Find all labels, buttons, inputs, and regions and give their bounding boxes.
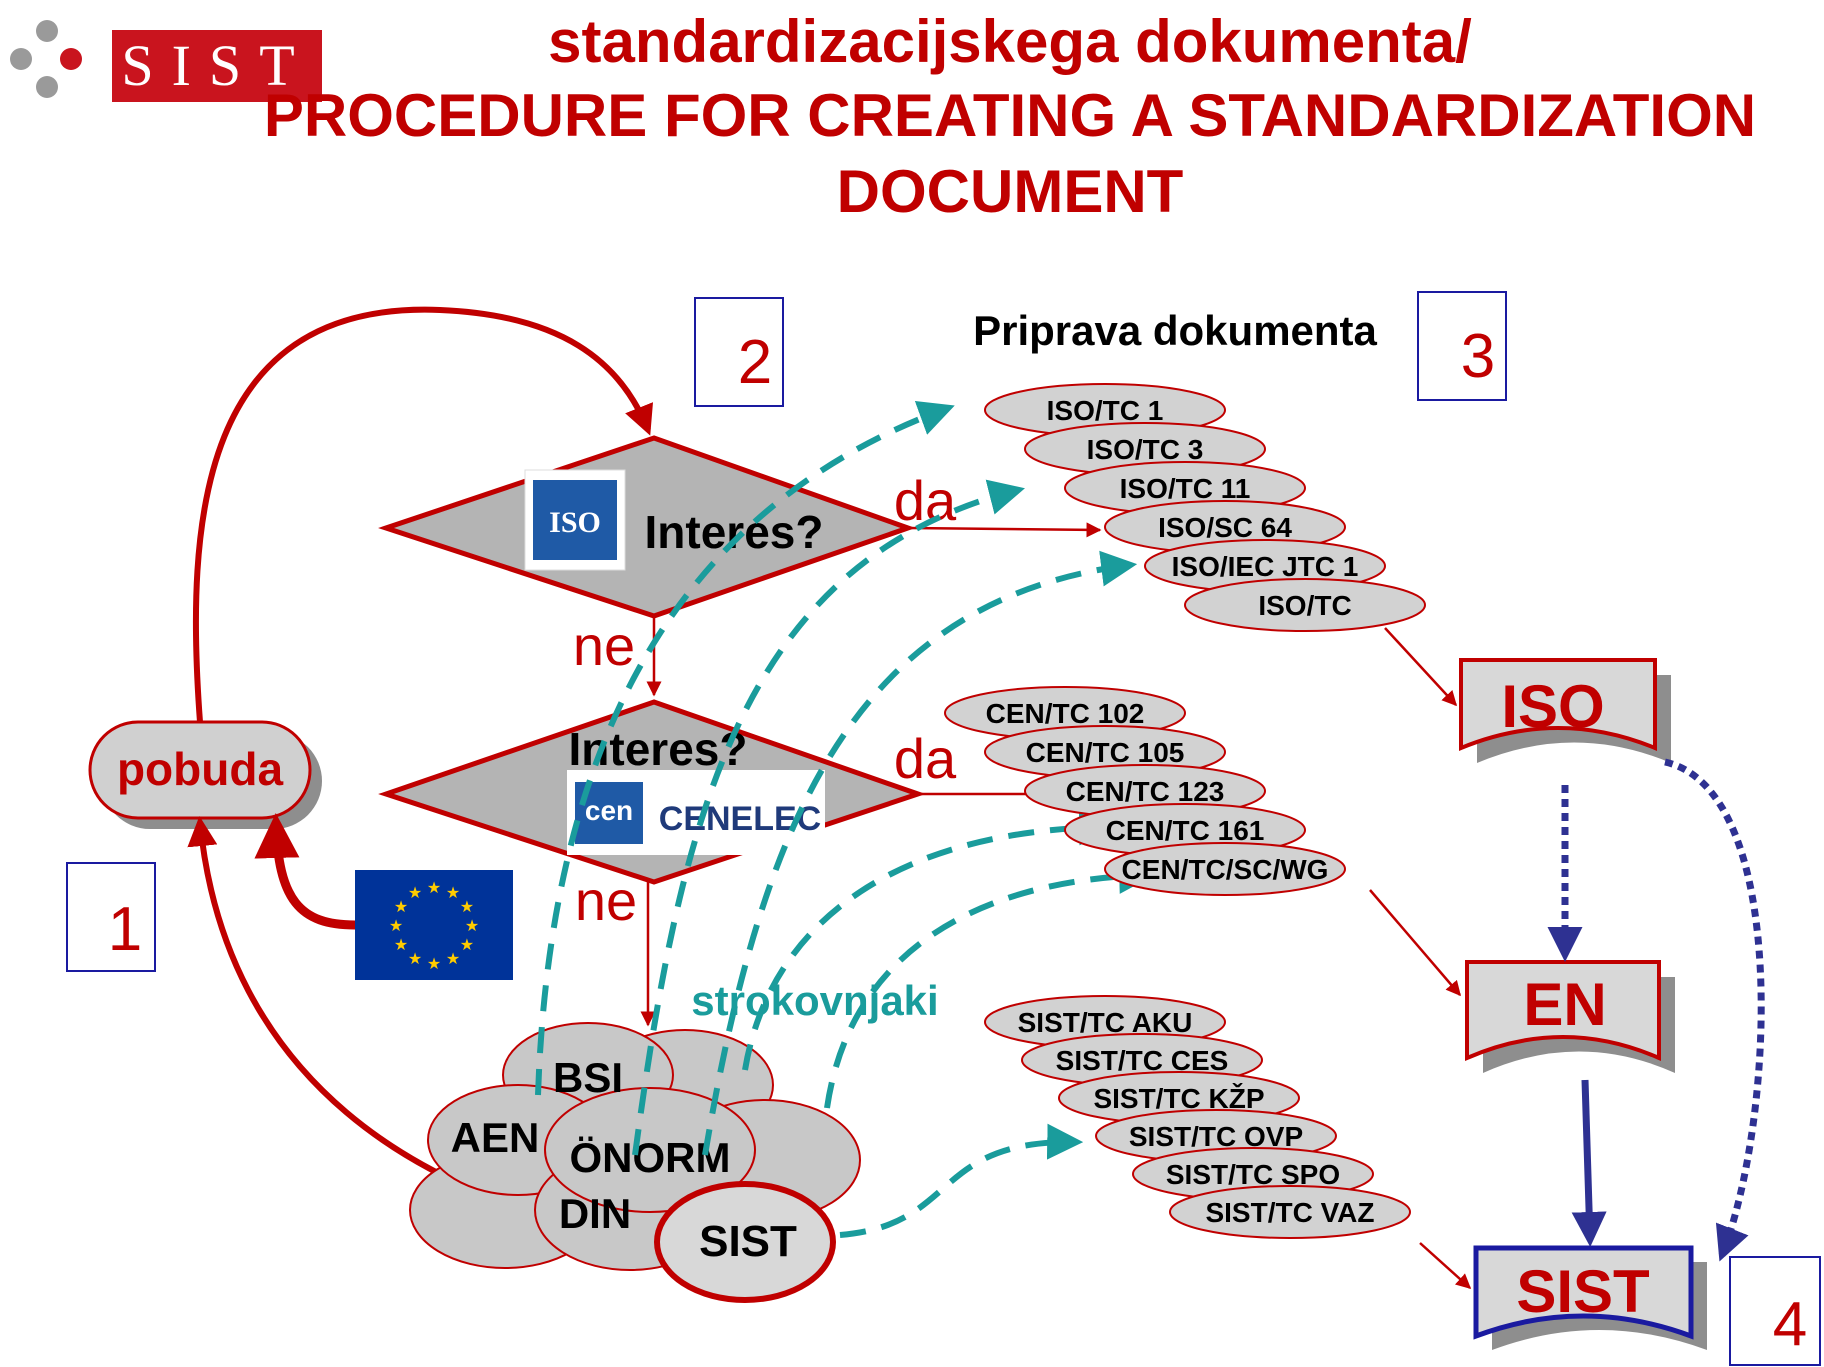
eu-star-icon: ★ [427,956,441,973]
prep-heading: Priprava dokumenta [973,307,1377,354]
step-number-1: 1 [108,895,142,964]
iso-committee-label: ISO/IEC JTC 1 [1172,551,1359,582]
eu-star-icon: ★ [394,937,408,954]
sist-committee-label: SIST/TC AKU [1018,1007,1193,1038]
edge-label-ne-cen: ne [575,869,637,932]
eu-star-icon: ★ [460,899,474,916]
national-body-label-bsi: BSI [553,1054,623,1101]
iso-committee-ellipse [1184,578,1426,632]
cen-committee-label: CEN/TC 105 [1026,737,1185,768]
doc-sist-label: SIST [1516,1258,1649,1325]
iso-committees-to-iso-arrow [1384,627,1458,707]
eu-star-icon: ★ [389,918,403,935]
national-body-label-onorm: ÖNORM [570,1134,731,1181]
eu-star-icon: ★ [446,885,460,902]
edge-label-da-cen: da [894,727,957,790]
cen-committee-label: CEN/TC 161 [1106,815,1265,846]
doc-en-label: EN [1523,971,1606,1038]
national-body-label-sist: SIST [699,1217,797,1266]
edge-label-ne-iso: ne [573,614,635,677]
eu-flag-icon [355,870,513,980]
logo-dot [36,76,58,98]
step-box-4 [1729,1256,1821,1366]
eu-star-icon: ★ [427,880,441,897]
doc-iso-label: ISO [1501,673,1604,740]
page-title-line2: PROCEDURE FOR CREATING A STANDARDIZATION [263,82,1757,149]
cen-logo-text: cen [585,795,633,826]
eu-star-icon: ★ [465,918,479,935]
eu-star-icon: ★ [394,899,408,916]
iso-yes-arrow [907,522,1102,538]
national-body-label-din: DIN [559,1190,631,1237]
sist-logo: SIST [112,30,322,102]
loop-arrow-to-decision [192,306,653,723]
step-box-1 [66,862,156,972]
cen-committee-label: CEN/TC 123 [1066,776,1225,807]
doc-en [1465,960,1661,1062]
cen-committee-ellipse [1104,842,1346,896]
sist-committee-list: SIST/TC AKU SIST/TC CES SIST/TC KŽP SIST/TC… [984,995,1411,1239]
sist-committee-label: SIST/TC SPO [1166,1159,1340,1190]
cen-committee-label: CEN/TC 102 [986,698,1145,729]
national-body-label-aen: AEN [451,1114,540,1161]
iso-logo-text: ISO [549,506,601,539]
sist-committee-label: SIST/TC CES [1056,1045,1229,1076]
national-body-onorm [544,1087,756,1213]
sist-committee-label: SIST/TC OVP [1129,1121,1303,1152]
iso-committee-list: ISO/TC 1 ISO/TC 3 ISO/TC 11 ISO/SC 64 ISO/IE… [984,383,1426,632]
step-number-4: 4 [1773,1290,1807,1359]
step-box-2 [694,297,784,407]
step-number-2: 2 [738,328,772,397]
sist-committees-to-sist-arrow [1419,1242,1472,1290]
eu-to-pobuda-arrow [254,813,356,930]
page-title-line3: DOCUMENT [836,158,1184,225]
cen-committee-label: CEN/TC/SC/WG [1122,854,1329,885]
decision-iso-label: Interes? [645,506,824,558]
sist-committee-ellipse [1169,1185,1411,1239]
doc-iso [1459,658,1657,751]
eu-stars: ★★★★★★★★★★★★ [389,880,479,973]
eu-star-icon: ★ [460,937,474,954]
sist-committee-label: SIST/TC KŽP [1093,1083,1264,1114]
doc-sist [1473,1245,1694,1340]
iso-committee-label: ISO/TC 3 [1087,434,1204,465]
logo-dot [10,48,32,70]
iso-to-sist-arrow [1664,758,1765,1262]
eu-star-icon: ★ [408,885,422,902]
page-title-line1: standardizacijskega dokumenta/ [548,8,1472,75]
sist-committee-label: SIST/TC VAZ [1205,1197,1374,1228]
national-body-sist [654,1181,836,1303]
eu-star-icon: ★ [446,951,460,968]
step-box-3 [1417,291,1507,401]
en-to-sist-arrow [1571,1079,1607,1247]
iso-logo-icon [533,480,617,560]
iso-committee-label: ISO/TC 11 [1120,473,1251,504]
iso-committee-label: ISO/TC 1 [1047,395,1164,426]
cen-committees-to-en-arrow [1369,889,1461,997]
step-number-3: 3 [1461,322,1495,391]
logo-dot [60,48,82,70]
iso-committee-label: ISO/SC 64 [1158,512,1292,543]
iso-committee-label: ISO/TC [1258,590,1351,621]
logo-dot [36,20,58,42]
experts-label: strokovnjaki [691,977,938,1024]
expert-arrows [535,400,1156,1238]
eu-star-icon: ★ [408,951,422,968]
start-label: pobuda [117,743,283,795]
